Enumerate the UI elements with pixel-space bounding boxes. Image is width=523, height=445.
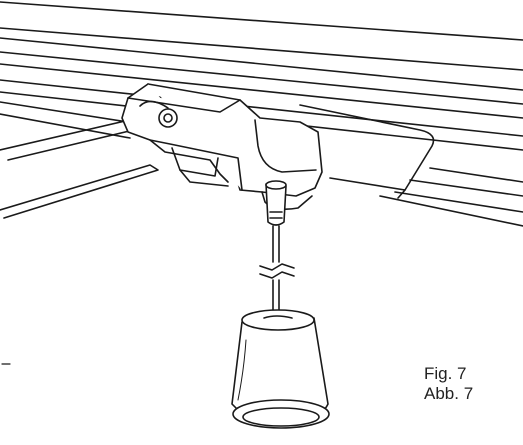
pendant-shade (231, 309, 330, 429)
track-adapter (121, 83, 323, 210)
pendant-suspension (259, 180, 295, 317)
mounting-plate (299, 104, 435, 199)
ceiling-track-rail (0, 1, 523, 227)
figure-caption: Fig. 7 Abb. 7 (424, 364, 473, 404)
figure-caption-en: Fig. 7 (424, 364, 467, 383)
figure-caption-de: Abb. 7 (424, 384, 474, 403)
